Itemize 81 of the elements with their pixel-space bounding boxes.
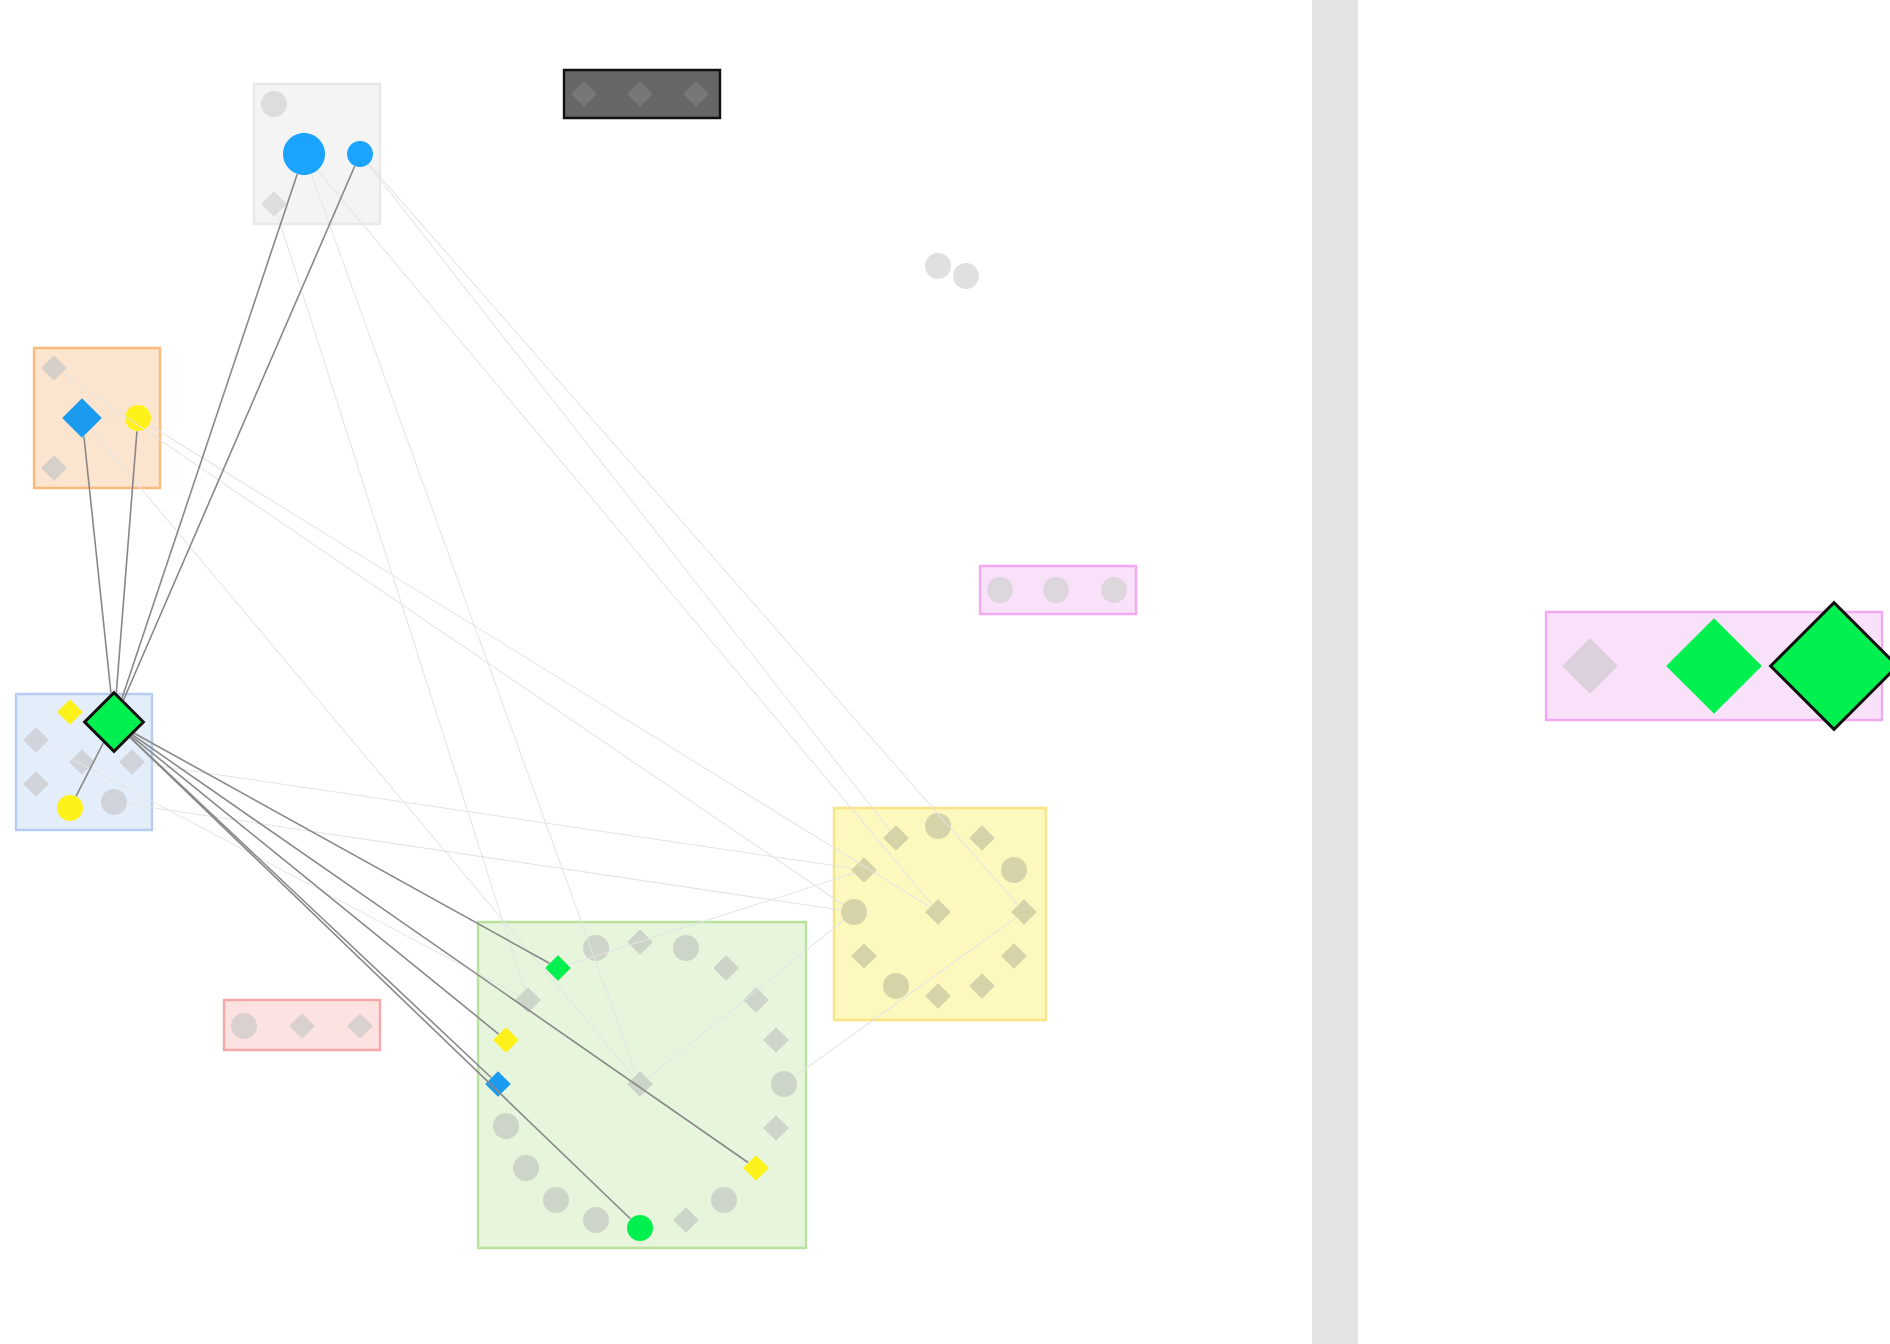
diamond-node [763,1115,789,1141]
circle-node [543,1187,569,1213]
diamond-node [57,699,83,725]
diamond-node [493,1027,519,1053]
edge [794,917,1017,1077]
diamond-node [1562,638,1618,694]
edge [276,213,526,991]
diamond-node [627,929,653,955]
diamond-node [515,987,541,1013]
circle-node [101,789,127,815]
edge [83,435,112,695]
edge [115,430,138,694]
diamond-node [713,955,739,981]
circle-node [925,813,951,839]
edge [148,424,931,908]
diamond-node [969,973,995,999]
circle-node [771,1071,797,1097]
diamond-node [743,987,769,1013]
diamond-node [1011,899,1037,925]
circle-node [231,1013,257,1039]
diamond-node [673,1207,699,1233]
circle-node [673,935,699,961]
diamond-node [627,1071,653,1097]
diamond-node [347,1013,373,1039]
circle-node [583,935,609,961]
circle-node [627,1215,653,1241]
diamond-node [851,943,877,969]
diamond-node [62,398,102,438]
edge [317,169,933,906]
edge [567,872,855,966]
diamond-node [851,857,877,883]
circle-node [987,577,1013,603]
circle-node [57,795,83,821]
diamond-node [763,1027,789,1053]
edge [131,734,749,1164]
edge [121,173,298,700]
edge [122,165,356,701]
diamond-node [119,749,145,775]
circle-node [925,253,951,279]
diamond-node [23,727,49,753]
diamond-node [925,899,951,925]
diamond-node [883,825,909,851]
diamond-node [925,983,951,1009]
circle-node [953,263,979,289]
circle-node [347,141,373,167]
circle-node [283,133,325,175]
edge [368,163,1019,906]
circle-node [1043,577,1069,603]
edge [90,428,635,1078]
edge [75,742,105,797]
edge [44,744,520,996]
edge [129,736,632,1220]
circle-node [583,1207,609,1233]
diamond-node [485,1071,511,1097]
group-box [476,920,808,1250]
edge [61,372,844,905]
edge [367,164,891,831]
circle-node [841,899,867,925]
edge [126,803,842,911]
edge [310,173,637,1075]
circle-node [1101,577,1127,603]
edge [133,732,551,965]
diamond-node [545,955,571,981]
circle-node [1001,857,1027,883]
diamond-node [69,749,95,775]
edge [143,763,853,869]
diamond-node [41,455,67,481]
circle-node [711,1187,737,1213]
diamond-node [969,825,995,851]
circle-node [493,1113,519,1139]
diamond-node [23,771,49,797]
diamond-node [1666,618,1762,714]
circle-node [513,1155,539,1181]
edge [646,919,845,1079]
circle-node [125,405,151,431]
diamond-node [261,191,287,217]
diamond-node [743,1155,769,1181]
diamond-node [289,1013,315,1039]
diamond-node [41,355,67,381]
circle-node [883,973,909,999]
diamond-node [1001,943,1027,969]
